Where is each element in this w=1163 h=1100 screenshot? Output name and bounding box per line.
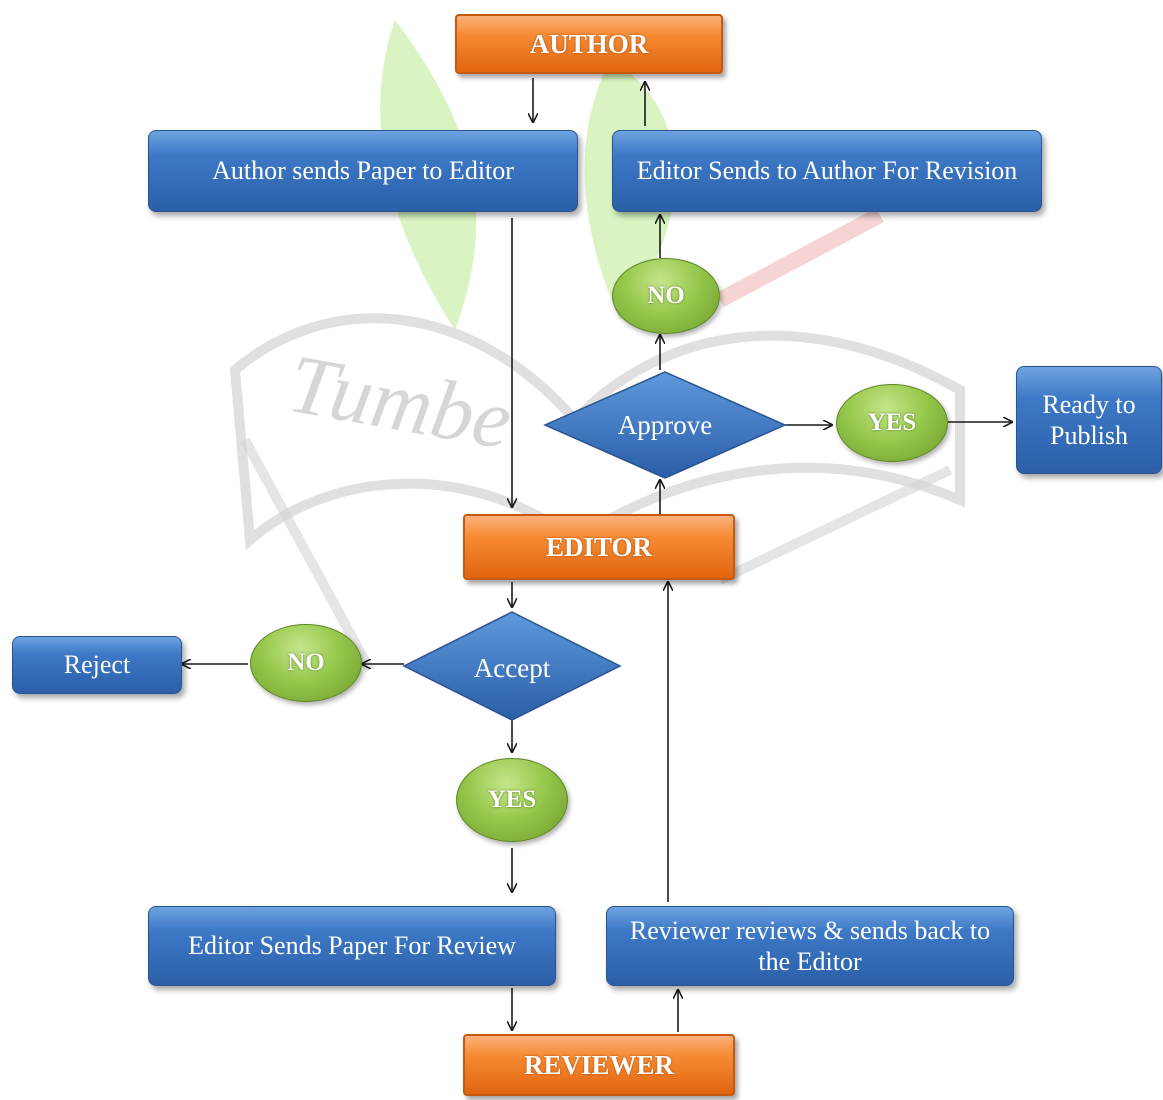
reject-box: Reject bbox=[12, 636, 182, 694]
ready-to-publish-box: Ready to Publish bbox=[1016, 366, 1162, 474]
no-accept-ellipse: NO bbox=[250, 624, 362, 702]
editor-sends-review-box: Editor Sends Paper For Review bbox=[148, 906, 556, 986]
approve-diamond bbox=[543, 371, 787, 479]
accept-diamond bbox=[402, 611, 622, 721]
no-approve-ellipse: NO bbox=[612, 258, 720, 334]
reviewer-node: REVIEWER bbox=[463, 1034, 735, 1096]
yes-approve-ellipse: YES bbox=[836, 384, 948, 462]
editor-node: EDITOR bbox=[463, 514, 735, 580]
accept-label: Accept bbox=[473, 652, 551, 683]
reviewer-reviews-box: Reviewer reviews & sends back to the Edi… bbox=[606, 906, 1014, 986]
yes-accept-ellipse: YES bbox=[456, 758, 568, 842]
watermark-book-base bbox=[240, 437, 953, 673]
watermark-book bbox=[229, 313, 965, 551]
author-node: AUTHOR bbox=[455, 14, 723, 74]
author-sends-paper-box: Author sends Paper to Editor bbox=[148, 130, 578, 212]
approve-label: Approve bbox=[617, 409, 713, 440]
watermark-pencil bbox=[716, 207, 884, 308]
editor-sends-revision-box: Editor Sends to Author For Revision bbox=[612, 130, 1042, 212]
